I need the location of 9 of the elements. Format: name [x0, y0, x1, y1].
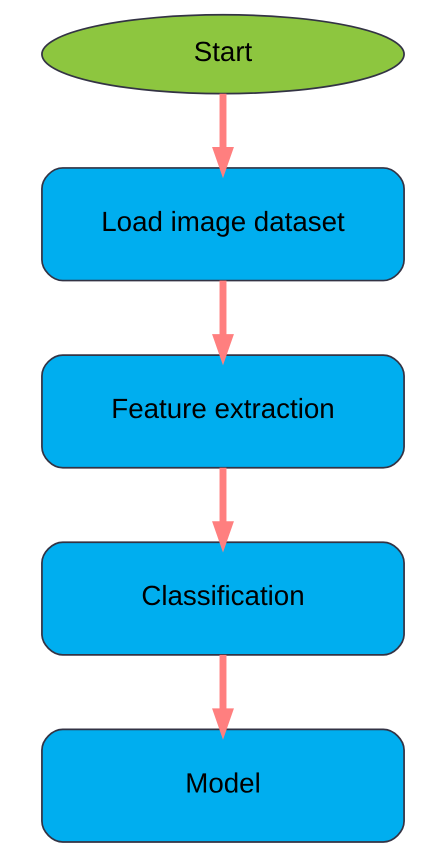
node-box: Classification — [40, 541, 404, 656]
node-box: Load image dataset — [40, 167, 404, 282]
node-ellipse: Start — [40, 14, 404, 95]
arrow — [212, 468, 234, 553]
node-box: Model — [40, 728, 404, 843]
arrow — [212, 280, 234, 366]
arrow — [212, 654, 234, 740]
arrow — [212, 94, 234, 178]
node-box: Feature extraction — [40, 354, 404, 469]
